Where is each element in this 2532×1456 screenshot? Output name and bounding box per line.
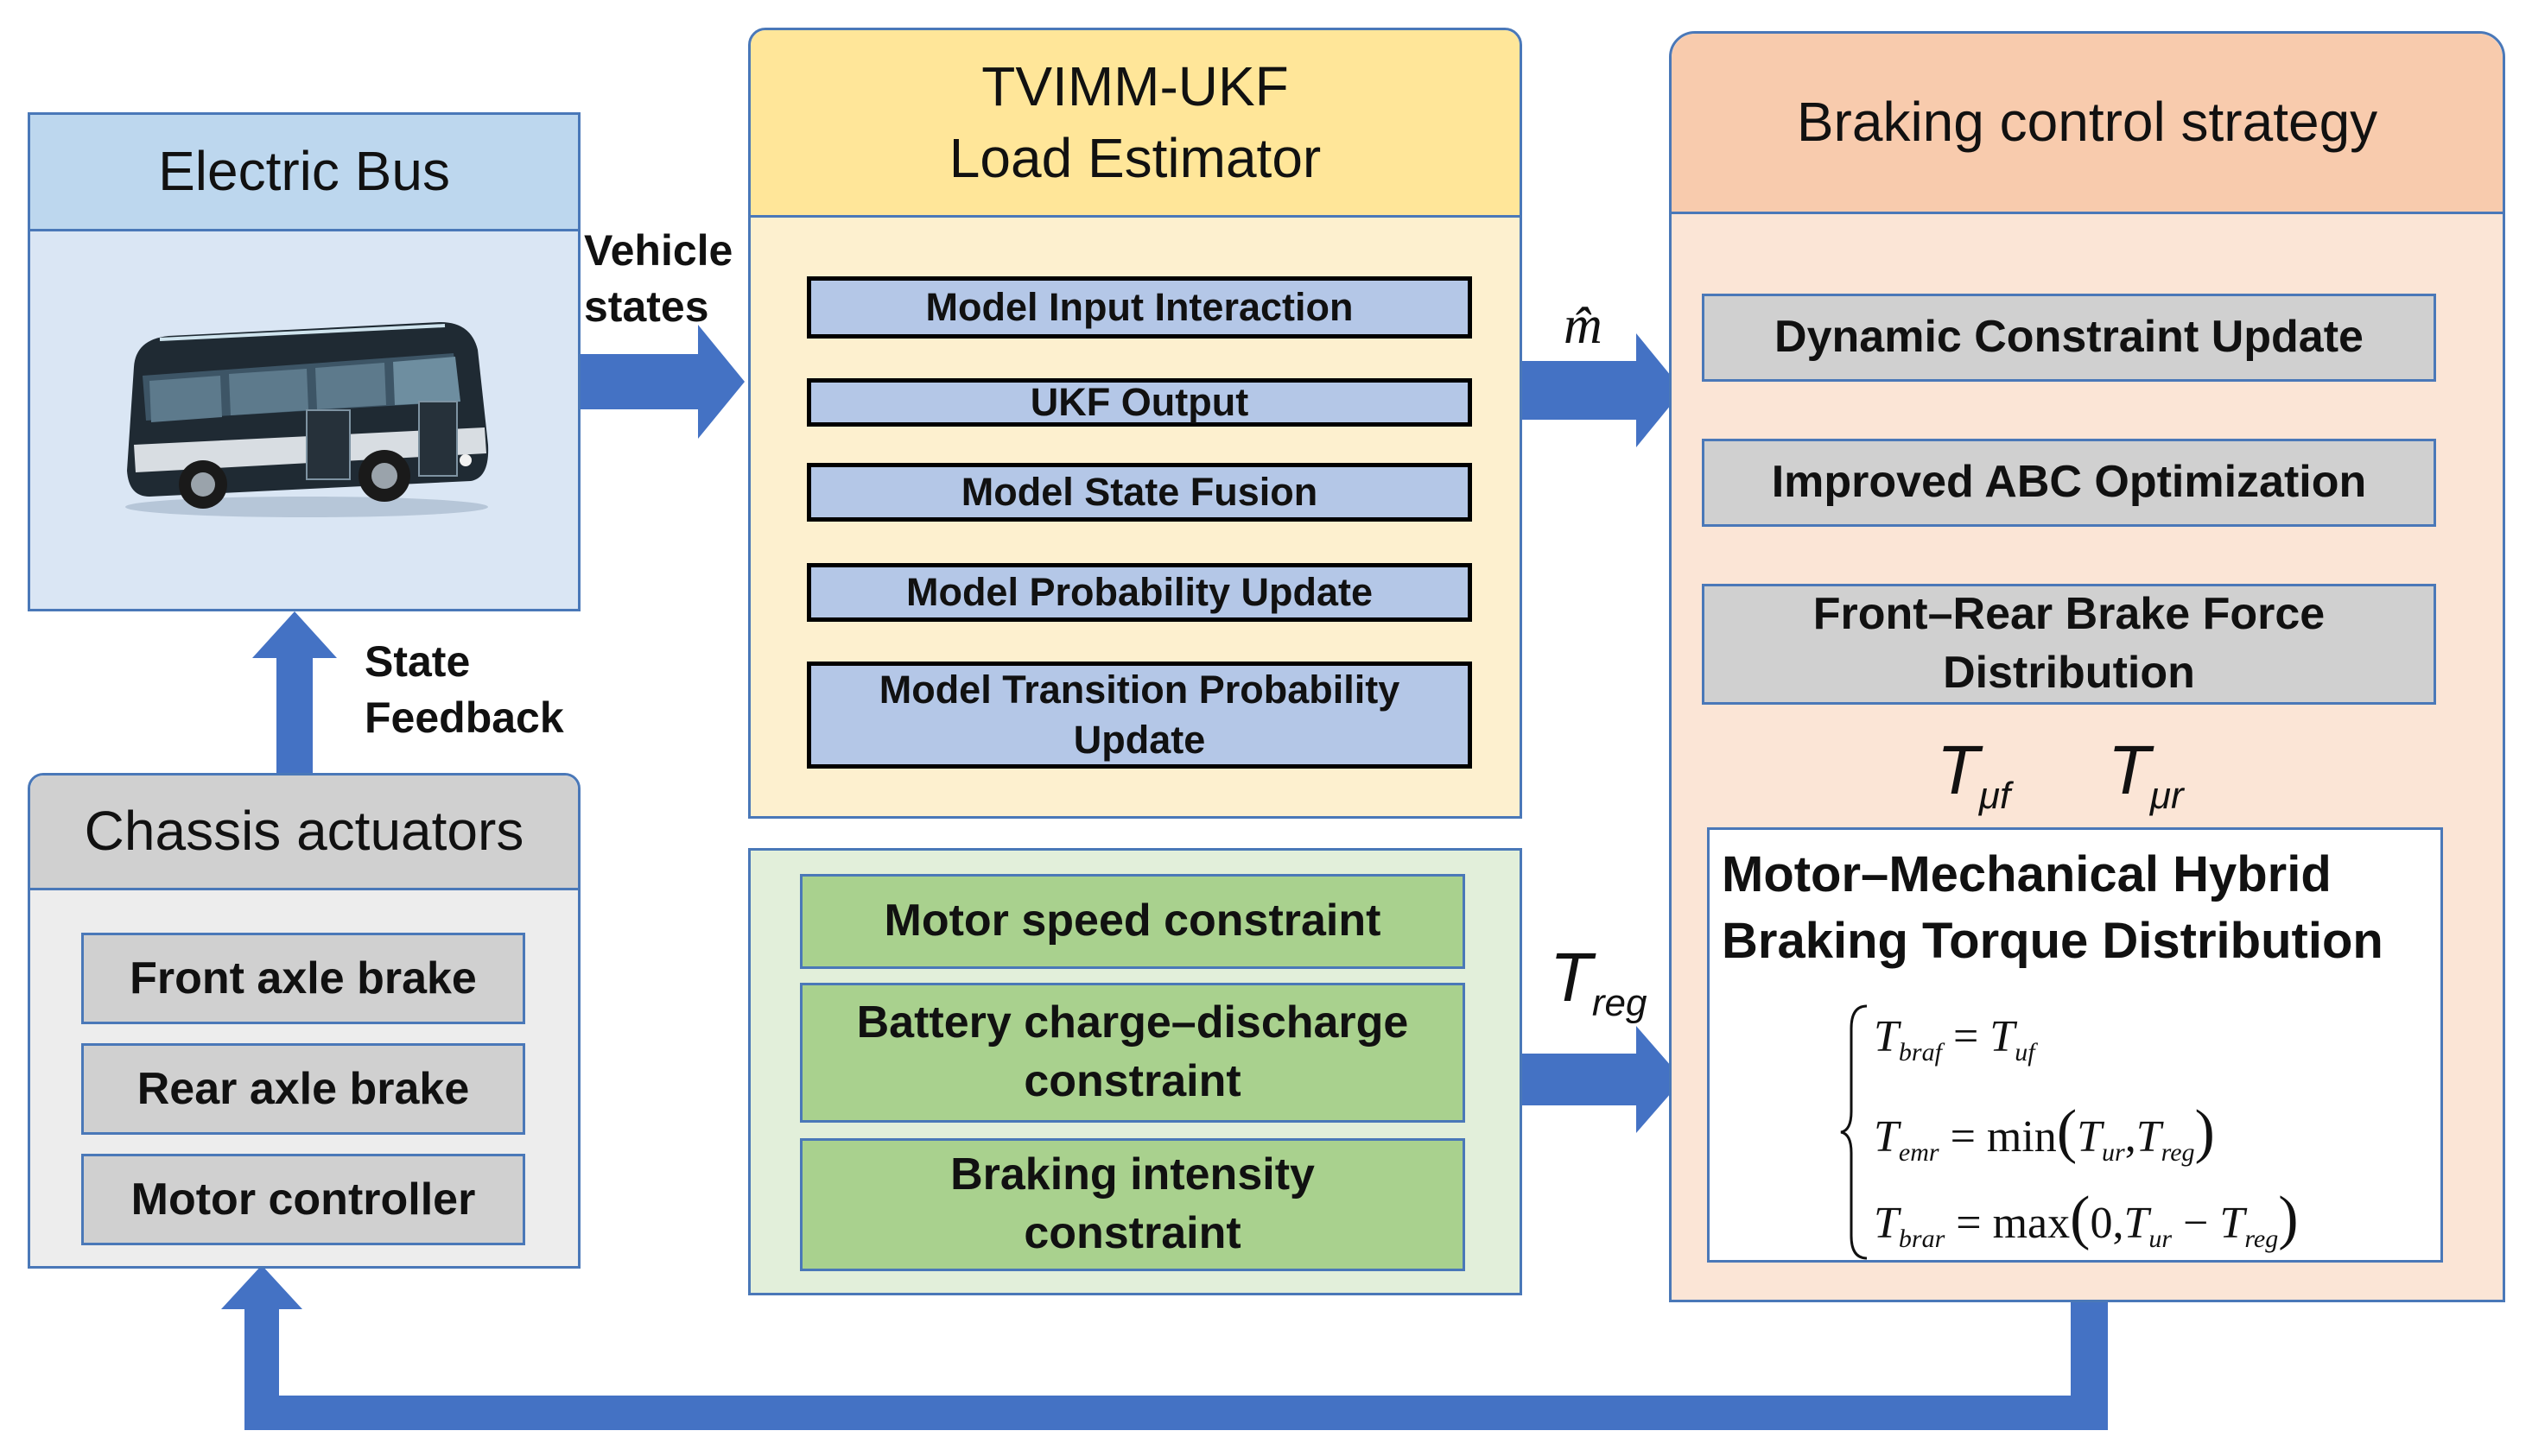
load-estimator-title-line2: Load Estimator [949, 127, 1322, 189]
hybrid-torque-title: Motor–Mechanical Hybrid Braking Torque D… [1722, 846, 2383, 969]
t-ur-subscript: μr [2149, 775, 2184, 817]
chassis-actuators-title: Chassis actuators [84, 800, 524, 863]
motor-controller: Motor controller [81, 1154, 525, 1245]
t-ur-label: Tμr [2108, 736, 2184, 815]
equation-3: Tbrar = max(0,Tur − Treg) [1874, 1185, 2299, 1254]
bus-image [125, 322, 489, 517]
state-feedback-label: State Feedback [365, 637, 564, 742]
electric-bus-title: Electric Bus [158, 140, 450, 203]
t-reg-symbol: T [1550, 939, 1592, 1016]
t-uf-subscript: μf [1978, 775, 2011, 817]
braking-intensity-constraint: Braking intensity constraint [800, 1138, 1465, 1271]
m-hat-label: m̂ [1564, 296, 1602, 355]
state-feedback-arrow [252, 611, 337, 773]
rear-axle-brake: Rear axle brake [81, 1043, 525, 1135]
motor-speed-constraint: Motor speed constraint [800, 874, 1465, 969]
load-estimator-header: TVIMM-UKF Load Estimator [751, 30, 1520, 218]
dynamic-constraint-update: Dynamic Constraint Update [1702, 294, 2436, 382]
estimator-step-2: UKF Output [807, 378, 1472, 427]
t-uf-label: Tμf [1937, 736, 2010, 815]
vehicle-states-label: Vehicle states [584, 226, 733, 331]
load-estimator-title-line1: TVIMM-UKF [981, 54, 1289, 117]
braking-strategy-header: Braking control strategy [1672, 34, 2503, 214]
battery-constraint: Battery charge–discharge constraint [800, 983, 1465, 1123]
estimator-step-4: Model Probability Update [807, 563, 1472, 622]
hybrid-torque-box: Motor–Mechanical Hybrid Braking Torque D… [1707, 827, 2443, 1263]
electric-bus-header: Electric Bus [30, 115, 578, 231]
estimator-step-3: Model State Fusion [807, 463, 1472, 522]
front-axle-brake: Front axle brake [81, 933, 525, 1024]
equation-brace [1840, 1004, 1868, 1260]
t-uf-symbol: T [1937, 731, 1979, 808]
vehicle-states-arrow [581, 325, 745, 439]
electric-bus-panel: Electric Bus [28, 112, 581, 611]
braking-strategy-title: Braking control strategy [1796, 91, 2378, 154]
m-hat-arrow [1522, 333, 1683, 447]
estimator-step-5: Model Transition Probability Update [807, 662, 1472, 769]
t-ur-symbol: T [2108, 731, 2150, 808]
brake-force-distribution: Front–Rear Brake Force Distribution [1702, 584, 2436, 705]
chassis-actuators-header: Chassis actuators [30, 775, 578, 890]
return-loop-arrow [221, 1265, 2108, 1430]
estimator-step-1: Model Input Interaction [807, 276, 1472, 339]
equation-2: Temr = min(Tur,Treg) [1874, 1098, 2215, 1168]
improved-abc-optimization: Improved ABC Optimization [1702, 439, 2436, 527]
t-reg-arrow [1522, 1026, 1683, 1133]
equation-1: Tbraf = Tuf [1874, 1012, 2035, 1067]
t-reg-subscript: reg [1591, 982, 1647, 1024]
t-reg-label: Treg [1550, 943, 1647, 1022]
